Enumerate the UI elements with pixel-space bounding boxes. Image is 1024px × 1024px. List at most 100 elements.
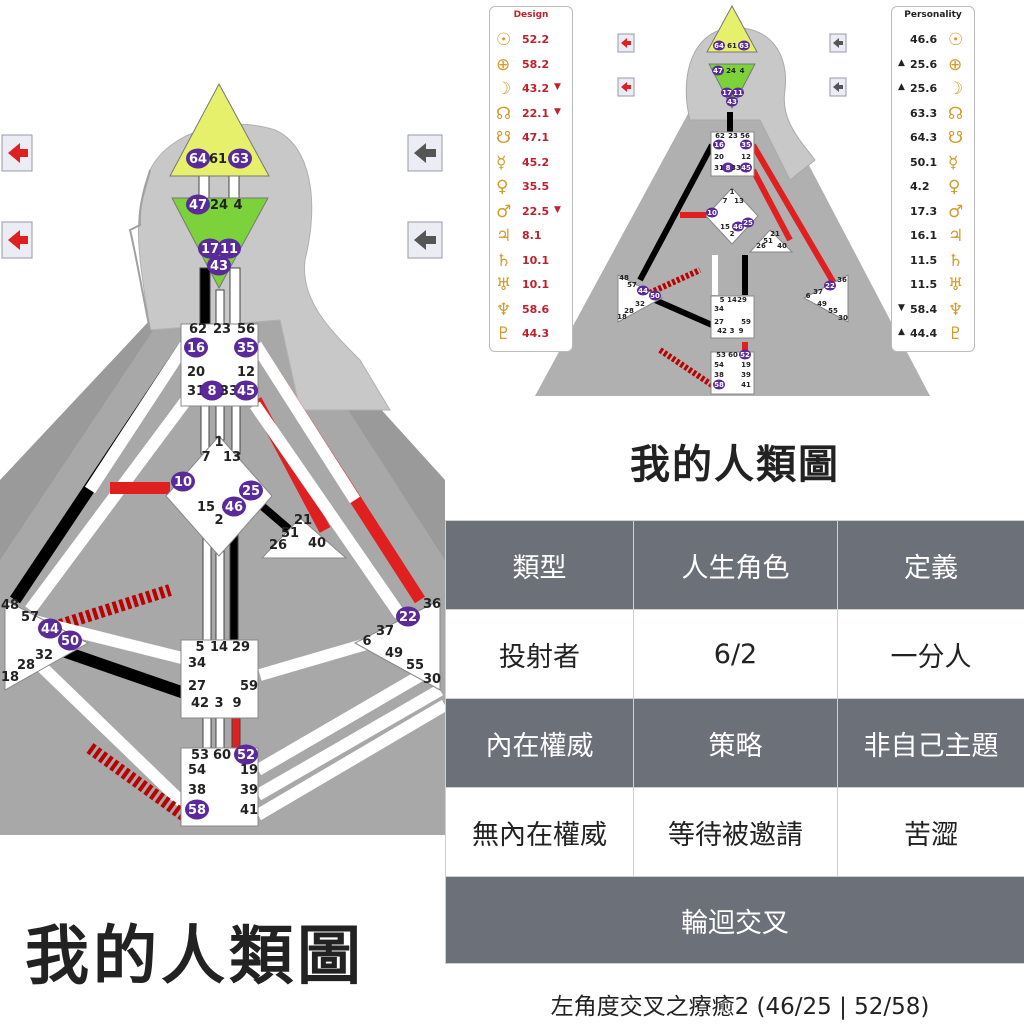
gate-number: 21 (770, 230, 780, 238)
planet-row: ☋47.1 (490, 127, 572, 152)
planet-row: ♂ 22.5 ▼ (490, 201, 572, 226)
gate-number: 8 (207, 384, 216, 399)
definition-value: 一分人 (837, 609, 1024, 699)
incarnation-cross-header: 輪迴交叉 (445, 876, 1024, 964)
planet-row: ♇44.3 (490, 323, 572, 348)
gate-number: 24 (210, 198, 228, 213)
planet-symbol-icon: ☿ (948, 152, 959, 173)
planet-row: ♇44.4▲ (892, 323, 974, 348)
gate-number: 53 (191, 748, 209, 763)
gate-number: 33 (731, 164, 741, 172)
gate-number: 41 (240, 803, 258, 818)
gate-number: 47 (189, 198, 207, 213)
planet-value: 4.2 (910, 180, 930, 193)
planet-symbol-icon: ♀ (948, 177, 961, 197)
gate-number: 57 (627, 281, 637, 289)
gate-number: 7 (201, 450, 210, 465)
gate-number: 32 (35, 648, 53, 663)
planet-row: ☽25.6▲ (892, 78, 974, 103)
planet-value: 44.3 (522, 327, 550, 340)
gate-number: 63 (231, 152, 249, 167)
gate-number: 2 (214, 513, 223, 528)
not-self-header: 非自己主題 (837, 698, 1024, 788)
authority-header: 內在權威 (445, 698, 634, 788)
gate-active-marker (186, 148, 210, 169)
gate-number: 60 (213, 748, 231, 763)
gate-number: 10 (174, 475, 192, 490)
gate-number: 52 (237, 748, 255, 763)
gate-active-marker (712, 65, 724, 76)
gate-number: 46 (225, 500, 243, 515)
planet-symbol-icon: ☊ (948, 103, 964, 124)
gate-number: 26 (269, 538, 287, 553)
gate-number: 4 (740, 67, 745, 75)
gate-number: 61 (727, 42, 737, 50)
gate-number: 62 (715, 132, 725, 140)
profile-value: 6/2 (633, 609, 838, 699)
gate-number: 17 (722, 89, 732, 97)
gate-number: 56 (740, 132, 750, 140)
planet-symbol-icon: ☉ (948, 30, 964, 50)
gate-number: 20 (187, 365, 205, 380)
planet-row: ♀35.5 (490, 176, 572, 201)
gate-active-marker (738, 40, 750, 51)
planet-value: 16.1 (910, 229, 938, 242)
planet-mark-icon: ▼ (554, 204, 561, 215)
gate-number: 12 (237, 365, 255, 380)
gate-number: 5 (720, 296, 725, 304)
gate-number: 14 (727, 296, 737, 304)
gate-number: 25 (242, 484, 260, 499)
gate-number: 63 (739, 42, 749, 50)
gate-number: 43 (210, 259, 228, 274)
gate-active-marker (740, 139, 752, 150)
planet-row: ☉46.6 (892, 29, 974, 54)
gate-active-marker (396, 606, 420, 627)
planet-symbol-icon: ♄ (496, 250, 512, 271)
authority-value: 無內在權威 (445, 787, 634, 877)
gate-active-marker (726, 96, 738, 107)
gate-number: 51 (763, 237, 773, 245)
gate-number: 51 (281, 526, 299, 541)
planet-value: 47.1 (522, 131, 550, 144)
gate-active-marker (713, 139, 725, 150)
gate-active-marker (637, 285, 649, 296)
gate-number: 8 (726, 164, 731, 172)
gate-number: 36 (837, 276, 847, 284)
personality-panel-title: Personality (904, 10, 962, 20)
gate-active-marker (732, 87, 744, 98)
planet-value: 52.2 (522, 33, 550, 46)
gate-number: 38 (188, 783, 206, 798)
gate-number: 27 (714, 318, 724, 326)
gate-number: 44 (638, 287, 648, 295)
gate-number: 15 (197, 500, 215, 515)
gate-number: 42 (191, 696, 209, 711)
planet-value: 50.1 (910, 155, 938, 169)
gate-number: 5 (195, 640, 204, 655)
gate-number: 1 (214, 435, 223, 450)
gate-active-marker (713, 379, 725, 390)
gate-number: 22 (825, 282, 835, 290)
gate-number: 60 (728, 351, 738, 359)
gate-number: 26 (756, 242, 766, 250)
gate-number: 4 (233, 198, 242, 213)
gate-number: 34 (188, 656, 206, 671)
gate-number: 61 (209, 152, 227, 167)
gate-number: 16 (187, 341, 205, 356)
gate-number: 48 (1, 598, 19, 613)
planet-row: ☿ 50.1 (892, 152, 974, 177)
planet-row: ☉52.2 (490, 29, 572, 54)
planet-row: ♄11.5 (892, 250, 974, 275)
planet-symbol-icon: ♂ (496, 201, 512, 222)
gate-number: 32 (635, 300, 645, 308)
planet-value: 22.5 (522, 204, 550, 218)
gate-number: 58 (188, 803, 206, 818)
planet-value: 63.3 (910, 106, 938, 120)
gate-number: 18 (617, 313, 627, 321)
gate-number: 42 (717, 327, 727, 335)
gate-number: 54 (714, 361, 724, 369)
gate-number: 49 (817, 300, 827, 308)
gate-number: 6 (362, 634, 371, 649)
gate-number: 9 (232, 696, 241, 711)
gate-number: 59 (741, 318, 751, 326)
planet-symbol-icon: ♂ (948, 201, 964, 222)
